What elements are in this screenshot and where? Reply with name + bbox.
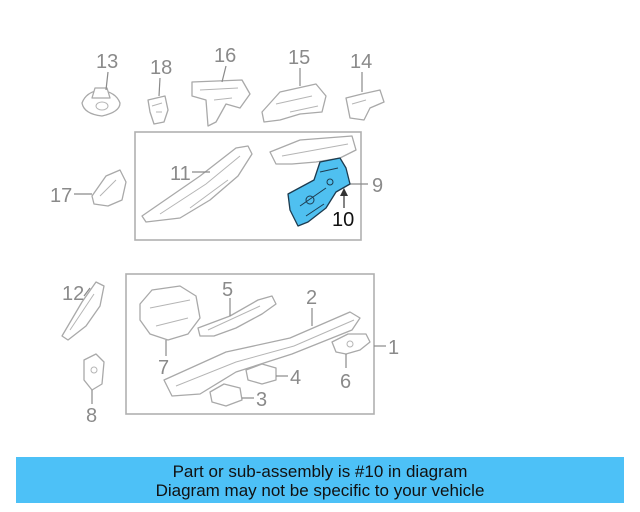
part-7-wheelhouse[interactable] xyxy=(139,285,201,341)
part-18-bracket[interactable] xyxy=(147,95,169,125)
callout-3: 3 xyxy=(256,389,267,411)
banner-line-disclaimer: Diagram may not be specific to your vehi… xyxy=(155,481,485,500)
callout-12: 12 xyxy=(62,283,84,305)
part-6-bracket[interactable] xyxy=(331,333,371,355)
part-5-bracket[interactable] xyxy=(197,295,277,337)
part-2-frame-rail[interactable] xyxy=(163,311,361,397)
upper-group-frame xyxy=(134,131,362,241)
callout-15: 15 xyxy=(288,47,310,69)
part-3-bracket[interactable] xyxy=(209,383,243,407)
part-13-mount[interactable] xyxy=(81,87,121,117)
callout-14: 14 xyxy=(350,51,372,73)
callout-7: 7 xyxy=(158,357,169,379)
callout-10: 10 xyxy=(332,209,354,231)
callout-5: 5 xyxy=(222,279,233,301)
part-info-banner: Part or sub-assembly is #10 in diagram D… xyxy=(16,457,624,503)
callout-11: 11 xyxy=(170,163,191,185)
callout-4: 4 xyxy=(290,367,301,389)
part-8-plate[interactable] xyxy=(83,353,105,391)
callout-8: 8 xyxy=(86,405,97,427)
part-15-rail[interactable] xyxy=(261,83,327,123)
callout-17: 17 xyxy=(50,185,72,207)
banner-line-part: Part or sub-assembly is #10 in diagram xyxy=(172,462,468,481)
part-10-highlighted[interactable] xyxy=(287,157,351,227)
callout-13: 13 xyxy=(96,51,118,73)
lower-group-frame xyxy=(125,273,375,415)
part-9-reinforcement[interactable] xyxy=(269,135,357,165)
part-12-panel[interactable] xyxy=(61,281,105,341)
parts-diagram: 13 18 16 15 14 11 9 10 17 12 5 2 1 7 6 4… xyxy=(50,45,399,427)
part-4-bracket[interactable] xyxy=(245,363,277,385)
part-17-pad[interactable] xyxy=(91,169,127,207)
part-14-bracket[interactable] xyxy=(345,89,385,121)
callout-6: 6 xyxy=(340,371,351,393)
part-16-bracket[interactable] xyxy=(191,79,251,127)
callout-1: 1 xyxy=(388,337,399,359)
callout-16: 16 xyxy=(214,45,236,67)
part-11-rail[interactable] xyxy=(141,145,253,223)
callout-2: 2 xyxy=(306,287,317,309)
callout-9: 9 xyxy=(372,175,383,197)
callout-18: 18 xyxy=(150,57,172,79)
